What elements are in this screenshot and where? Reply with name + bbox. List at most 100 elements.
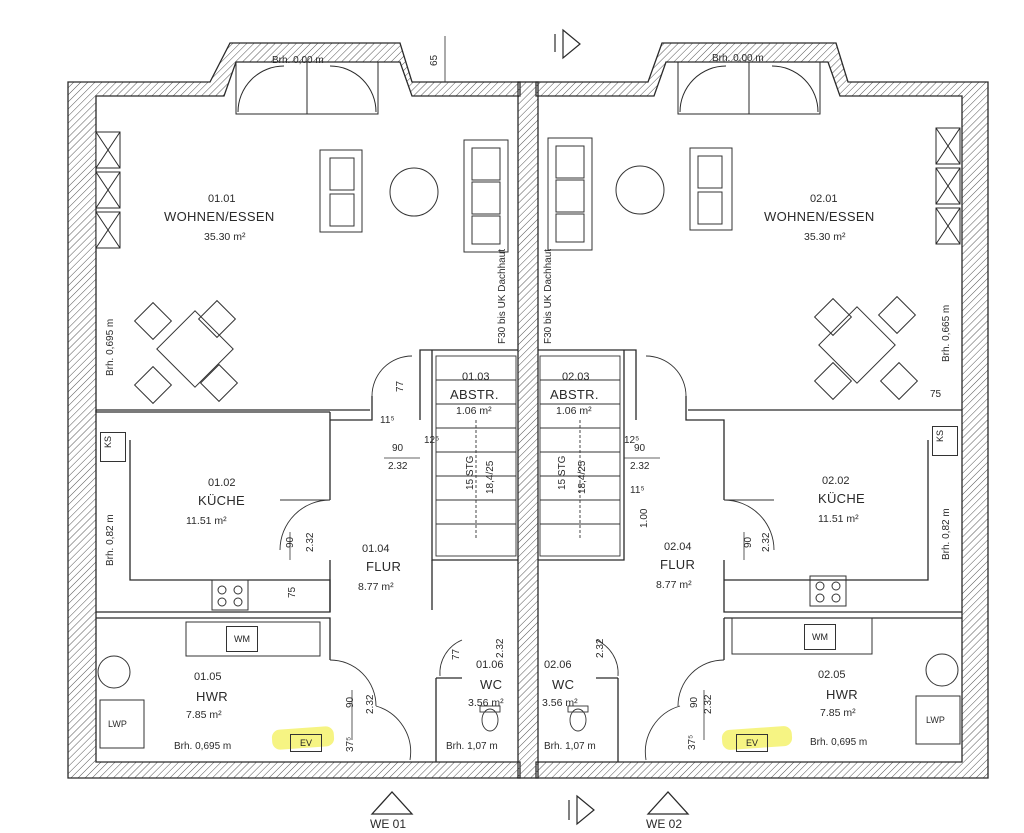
room-number: 02.01 (810, 193, 838, 205)
room-area: 3.56 m² (542, 697, 578, 709)
stair-label: 15 STG (465, 455, 476, 490)
section-markers (444, 28, 595, 826)
brh-label: Brh. 0,695 m (174, 741, 232, 752)
heat-pump-label: LWP (108, 719, 127, 729)
brh-label: Brh. 0,82 m (105, 514, 116, 566)
room-area: 8.77 m² (358, 581, 394, 593)
washing-machine: WM (226, 626, 258, 652)
room-name: KÜCHE (198, 493, 246, 508)
washing-machine: WM (804, 624, 836, 650)
room-number: 02.05 (818, 669, 846, 681)
room-area: 3.56 m² (468, 697, 504, 709)
brh-label: Brh. 0,695 m (810, 737, 868, 748)
room-number: 01.04 (362, 543, 390, 555)
dim-label: 2.32 (595, 638, 606, 658)
room-area: 7.85 m² (820, 707, 856, 719)
stair-label: 15 STG (557, 455, 568, 490)
room-name: HWR (196, 689, 228, 704)
entrance-arrows (370, 791, 690, 815)
dim-label: 2.32 (388, 461, 408, 472)
dim-label: 77 (395, 380, 406, 392)
room-name: ABSTR. (550, 387, 599, 402)
brh-label: Brh. 0,00 m (712, 53, 764, 64)
room-name: HWR (826, 687, 858, 702)
room-area: 35.30 m² (204, 231, 246, 243)
fire-wall-label: F30 bis UK Dachhaut (497, 248, 508, 344)
brh-label: Brh. 1,07 m (544, 741, 596, 752)
room-name: ABSTR. (450, 387, 499, 402)
wc-fixtures (479, 705, 589, 732)
balcony-door-left (235, 61, 379, 115)
stair-label: 18,4/25 (577, 460, 588, 494)
dim-label: 90 (285, 536, 296, 548)
fridge-ks: KS (100, 432, 126, 462)
room-area: 1.06 m² (456, 405, 492, 417)
dim-label: 12⁵ (624, 435, 640, 446)
dim-label: 90 (743, 536, 754, 548)
staircase-left (435, 355, 517, 557)
fridge-ks: KS (932, 426, 958, 456)
room-number: 02.03 (562, 371, 590, 383)
room-area: 35.30 m² (804, 231, 846, 243)
room-name: FLUR (660, 557, 696, 572)
room-number: 02.04 (664, 541, 692, 553)
dim-label: 2.32 (630, 461, 650, 472)
entrance-label-we02: WE 02 (646, 817, 683, 831)
room-area: 11.51 m² (818, 513, 859, 525)
dim-label: 11⁵ (630, 485, 645, 496)
room-number: 02.06 (544, 659, 572, 671)
brh-label: Brh. 0,82 m (941, 508, 952, 560)
dim-label: 75 (287, 586, 298, 598)
dim-label: 2.32 (495, 638, 506, 658)
dim-label: 77 (451, 648, 462, 660)
brh-label: Brh. 1,07 m (446, 741, 498, 752)
dim-label: 37⁵ (345, 736, 356, 752)
side-windows-right (935, 127, 961, 245)
room-name: WC (480, 677, 503, 692)
heat-pump-label: LWP (926, 715, 945, 725)
side-windows-left (95, 131, 121, 249)
room-name: FLUR (366, 559, 402, 574)
interior-walls (95, 349, 962, 762)
room-number: 01.02 (208, 477, 236, 489)
room-number: 01.05 (194, 671, 222, 683)
brh-label: Brh. 0,00 m (272, 55, 324, 66)
furniture-right (547, 137, 961, 745)
room-name: WC (552, 677, 575, 692)
fire-wall-label: F30 bis UK Dachhaut (543, 248, 554, 344)
room-area: 8.77 m² (656, 579, 692, 591)
room-number: 02.02 (822, 475, 850, 487)
dim-label: 90 (345, 696, 356, 708)
ev-box: EV (736, 734, 768, 752)
dim-label: 11⁵ (380, 415, 395, 426)
room-name: WOHNEN/ESSEN (164, 209, 275, 224)
ev-box: EV (290, 734, 322, 752)
dim-label: 65 (429, 54, 440, 66)
room-name: WOHNEN/ESSEN (764, 209, 875, 224)
dim-label: 90 (689, 696, 700, 708)
dim-label: 12⁵ (424, 435, 440, 446)
dim-label: 37⁵ (687, 734, 698, 750)
dim-label: 1.00 (639, 508, 650, 528)
room-number: 01.06 (476, 659, 504, 671)
brh-label: Brh. 0,695 m (105, 318, 116, 376)
room-number: 01.01 (208, 193, 236, 205)
brh-label: Brh. 0,665 m (941, 304, 952, 362)
room-area: 7.85 m² (186, 709, 222, 721)
dim-label: 75 (930, 389, 942, 400)
balcony-door-right (677, 61, 821, 115)
doors (279, 355, 775, 761)
dim-label: 2.32 (703, 694, 714, 714)
room-area: 11.51 m² (186, 515, 227, 527)
dim-label: 2.32 (305, 532, 316, 552)
staircase-right (539, 355, 621, 557)
dim-label: 2.32 (365, 694, 376, 714)
dimension-lines (289, 457, 745, 740)
furniture-left (97, 139, 509, 749)
room-area: 1.06 m² (556, 405, 592, 417)
room-number: 01.03 (462, 371, 490, 383)
dim-label: 90 (392, 443, 404, 454)
room-name: KÜCHE (818, 491, 866, 506)
dim-label: 90 (634, 443, 646, 454)
